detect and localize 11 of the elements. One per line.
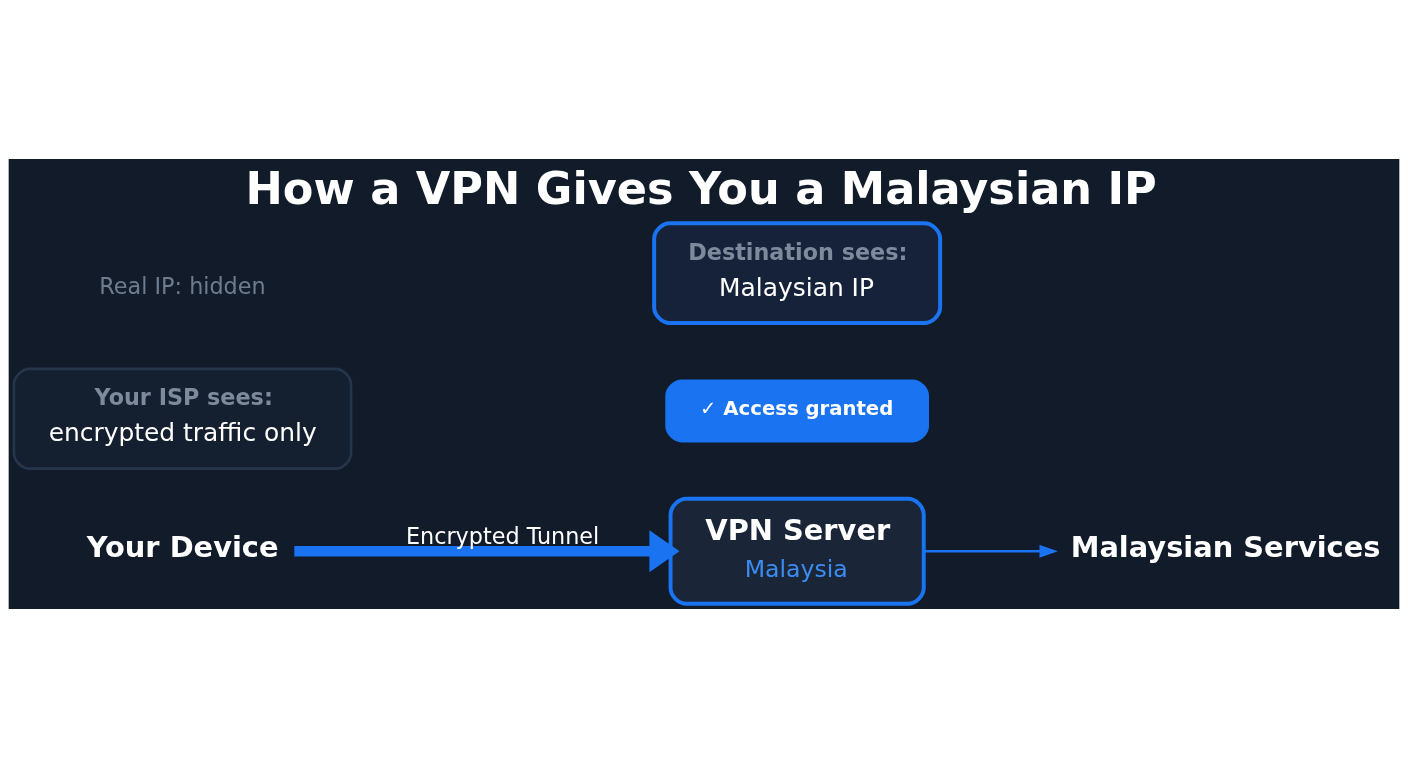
- diagram-title: How a VPN Gives You a Malaysian IP: [245, 162, 1157, 215]
- node-box: ✓ Access granted: [665, 379, 929, 443]
- arrow: [924, 544, 1058, 558]
- node-box: Destination sees: Malaysian IP: [652, 221, 943, 325]
- node-box: Your ISP sees: encrypted traffic only: [12, 367, 353, 470]
- edge-label: Encrypted Tunnel: [405, 523, 600, 550]
- arrow: [294, 530, 680, 573]
- node-box: VPN Server Malaysia: [668, 496, 926, 606]
- node-text: Malaysian Services: [1070, 530, 1381, 565]
- node-text: Your Device: [86, 530, 279, 565]
- label: Real IP: hidden: [99, 273, 266, 300]
